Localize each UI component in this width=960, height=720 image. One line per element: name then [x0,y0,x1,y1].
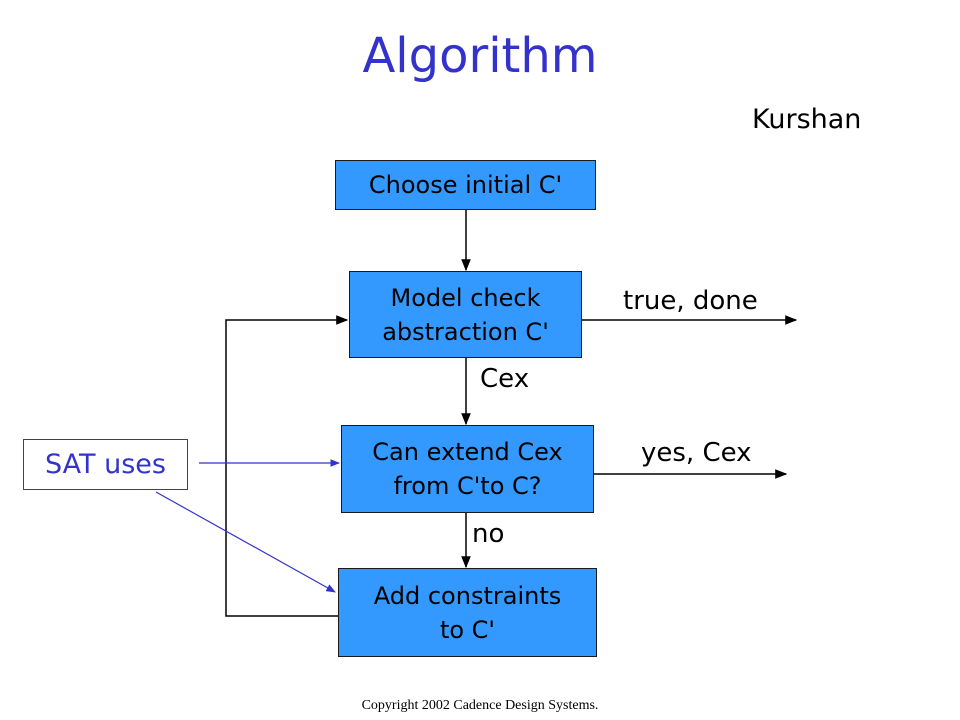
no-label: no [472,519,505,549]
choose-initial-box: Choose initial C' [335,160,596,210]
extend-cex-box: Can extend Cex from C'to C? [341,425,594,513]
add-constraints-box: Add constraints to C' [338,568,597,657]
slide-title: Algorithm [362,28,598,84]
copyright-footer: Copyright 2002 Cadence Design Systems. [361,698,599,713]
yes-cex-label: yes, Cex [641,438,752,468]
arrow-sat-to-add [155,491,336,593]
cex-label: Cex [480,364,530,394]
sat-uses-box: SAT uses [23,439,188,490]
model-check-box: Model check abstraction C' [349,271,582,358]
arrow-feedback-loop [225,315,349,617]
true-done-label: true, done [623,286,758,316]
author-label: Kurshan [752,104,862,135]
